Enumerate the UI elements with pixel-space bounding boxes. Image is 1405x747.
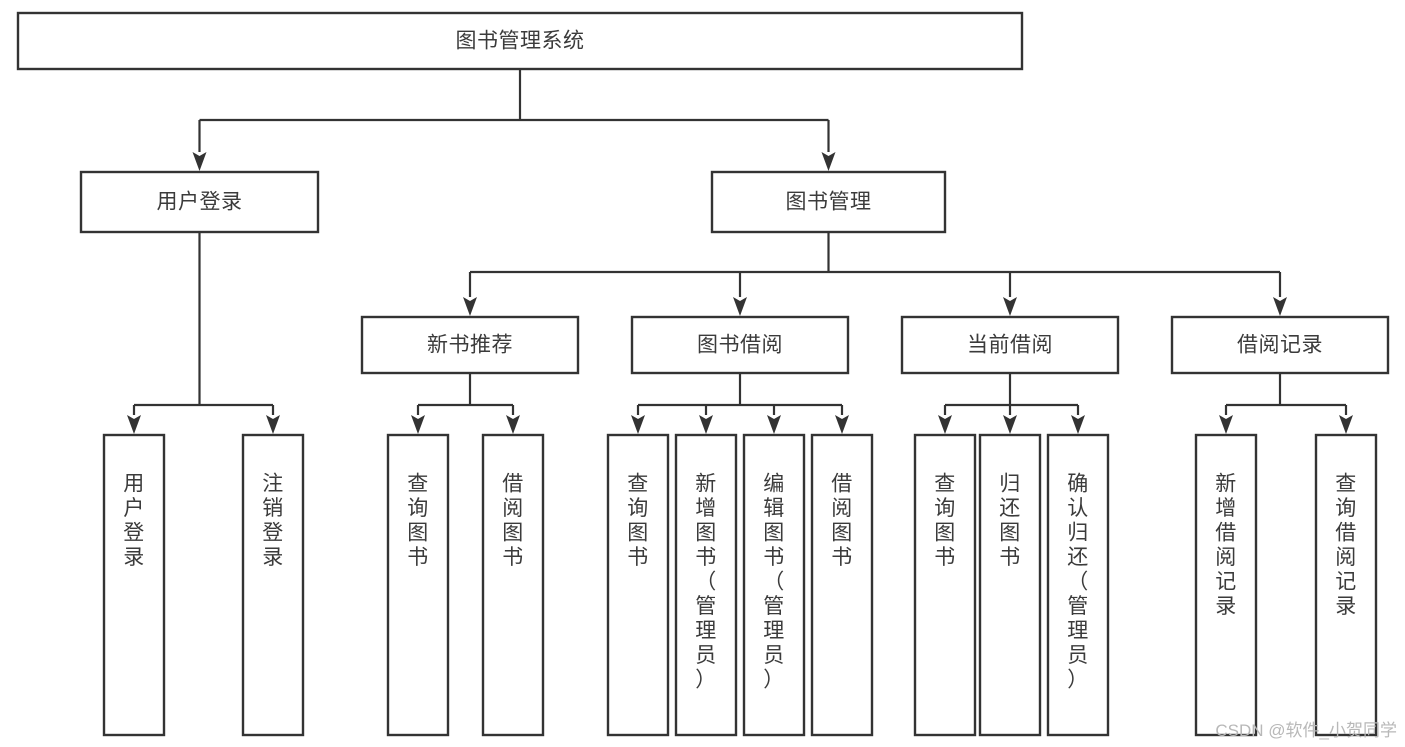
node-box-leaf-logout-login [241, 433, 305, 737]
node-label-leaf-edit-book: 编辑图书（管理员） [763, 472, 785, 691]
node-new-book-recommend[interactable]: 新书推荐 [360, 315, 580, 375]
node-label-current-borrow: 当前借阅 [967, 334, 1053, 357]
node-label-leaf-logout-login: 注销登录 [262, 472, 284, 568]
node-label-leaf-borrow-book-2: 借阅图书 [831, 472, 853, 568]
node-book-borrow[interactable]: 图书借阅 [630, 315, 850, 375]
node-box-leaf-user-login [102, 433, 166, 737]
node-leaf-logout-login[interactable]: 注销登录 [241, 433, 305, 737]
nodes-layer: 图书管理系统用户登录图书管理新书推荐图书借阅当前借阅借阅记录用户登录注销登录查询… [16, 11, 1390, 737]
edge-borrow-record-arrow-icon-1 [1339, 415, 1353, 434]
node-leaf-add-book[interactable]: 新增图书（管理员） [674, 433, 738, 737]
node-leaf-user-login[interactable]: 用户登录 [102, 433, 166, 737]
node-label-leaf-query-book-2: 查询图书 [627, 472, 649, 568]
node-label-user-login: 用户登录 [157, 191, 243, 214]
node-box-leaf-query-book-3 [913, 433, 977, 737]
edge-book-borrow-arrow-icon-1 [699, 415, 713, 434]
node-root[interactable]: 图书管理系统 [16, 11, 1024, 71]
node-box-leaf-add-book [674, 433, 738, 737]
node-leaf-query-book-2[interactable]: 查询图书 [606, 433, 670, 737]
node-box-book-manage [710, 170, 947, 234]
node-box-new-book-recommend [360, 315, 580, 375]
node-leaf-borrow-book-1[interactable]: 借阅图书 [481, 433, 545, 737]
edge-root-arrow-icon-1 [821, 152, 836, 171]
node-box-leaf-query-book-2 [606, 433, 670, 737]
node-box-current-borrow [900, 315, 1120, 375]
node-box-leaf-query-record [1314, 433, 1378, 737]
node-label-borrow-record: 借阅记录 [1237, 334, 1323, 357]
node-leaf-borrow-book-2[interactable]: 借阅图书 [810, 433, 874, 737]
node-label-leaf-query-book-3: 查询图书 [934, 472, 956, 568]
node-leaf-query-book-1[interactable]: 查询图书 [386, 433, 450, 737]
node-box-leaf-edit-book [742, 433, 806, 737]
node-leaf-edit-book[interactable]: 编辑图书（管理员） [742, 433, 806, 737]
edge-borrow-record-arrow-icon-0 [1219, 415, 1233, 434]
edge-current-borrow-arrow-icon-1 [1003, 415, 1017, 434]
edge-root-arrow-icon-0 [192, 152, 207, 171]
node-user-login[interactable]: 用户登录 [79, 170, 320, 234]
edge-user-login-arrow-icon-0 [127, 415, 141, 434]
edge-book-borrow-arrow-icon-2 [767, 415, 781, 434]
node-box-leaf-confirm-return [1046, 433, 1110, 737]
node-current-borrow[interactable]: 当前借阅 [900, 315, 1120, 375]
node-box-book-borrow [630, 315, 850, 375]
node-label-book-borrow: 图书借阅 [697, 334, 783, 357]
node-leaf-query-record[interactable]: 查询借阅记录 [1314, 433, 1378, 737]
node-borrow-record[interactable]: 借阅记录 [1170, 315, 1390, 375]
node-label-leaf-add-book: 新增图书（管理员） [695, 472, 717, 691]
node-box-leaf-add-record [1194, 433, 1258, 737]
edge-user-login-arrow-icon-1 [266, 415, 280, 434]
node-box-leaf-borrow-book-2 [810, 433, 874, 737]
node-box-leaf-query-book-1 [386, 433, 450, 737]
edge-book-borrow-arrow-icon-0 [631, 415, 645, 434]
node-box-leaf-borrow-book-1 [481, 433, 545, 737]
node-book-manage[interactable]: 图书管理 [710, 170, 947, 234]
node-leaf-query-book-3[interactable]: 查询图书 [913, 433, 977, 737]
edge-book-borrow-arrow-icon-3 [835, 415, 849, 434]
node-label-leaf-query-book-1: 查询图书 [407, 472, 429, 568]
edge-new-book-recommend-arrow-icon-1 [506, 415, 520, 434]
node-leaf-add-record[interactable]: 新增借阅记录 [1194, 433, 1258, 737]
node-label-leaf-query-record: 查询借阅记录 [1335, 472, 1357, 617]
node-box-user-login [79, 170, 320, 234]
edge-current-borrow-arrow-icon-2 [1071, 415, 1085, 434]
edge-book-manage-arrow-icon-0 [463, 297, 477, 316]
edge-book-manage-arrow-icon-3 [1273, 297, 1287, 316]
node-label-book-manage: 图书管理 [786, 191, 872, 214]
edge-book-manage-arrow-icon-1 [733, 297, 747, 316]
node-label-leaf-confirm-return: 确认归还（管理员） [1067, 472, 1089, 691]
node-label-root: 图书管理系统 [456, 30, 585, 53]
edge-new-book-recommend-arrow-icon-0 [411, 415, 425, 434]
node-label-leaf-add-record: 新增借阅记录 [1215, 472, 1237, 617]
node-leaf-confirm-return[interactable]: 确认归还（管理员） [1046, 433, 1110, 737]
node-label-leaf-return-book: 归还图书 [999, 472, 1021, 568]
edges-layer [127, 69, 1353, 434]
edge-current-borrow-arrow-icon-0 [938, 415, 952, 434]
edge-book-manage-arrow-icon-2 [1003, 297, 1017, 316]
node-label-new-book-recommend: 新书推荐 [427, 334, 513, 357]
node-label-leaf-user-login: 用户登录 [123, 472, 145, 568]
node-box-borrow-record [1170, 315, 1390, 375]
node-leaf-return-book[interactable]: 归还图书 [978, 433, 1042, 737]
node-box-leaf-return-book [978, 433, 1042, 737]
node-label-leaf-borrow-book-1: 借阅图书 [502, 472, 524, 568]
node-box-root [16, 11, 1024, 71]
